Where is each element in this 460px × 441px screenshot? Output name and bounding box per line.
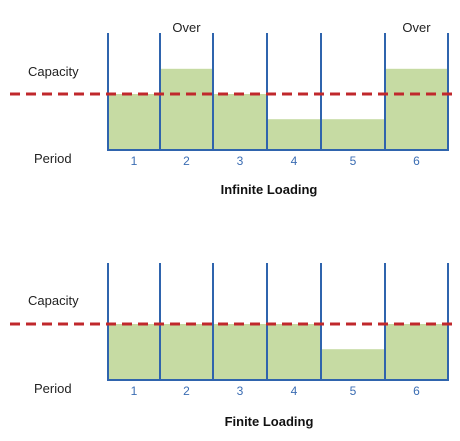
period-number: 5 [350, 154, 357, 168]
diagram-title: Infinite Loading [221, 182, 318, 197]
load-bar-period-3 [213, 324, 267, 380]
period-number: 6 [413, 384, 420, 398]
load-bar-period-6 [385, 324, 448, 380]
period-dividers [107, 33, 449, 150]
load-bar-period-4 [267, 324, 321, 380]
period-number: 1 [131, 154, 138, 168]
period-number: 5 [350, 384, 357, 398]
period-number: 6 [413, 154, 420, 168]
period-number: 3 [237, 384, 244, 398]
load-bar-period-3 [213, 94, 267, 150]
load-bar-period-4 [267, 119, 321, 150]
finite-loading-diagram: 1 2 3 4 5 6 Capacity Period Finite Loading [10, 263, 452, 429]
over-label: Over [402, 20, 431, 35]
period-number: 4 [291, 154, 298, 168]
load-bar-period-6 [385, 68, 448, 150]
load-bars [108, 68, 448, 150]
load-bar-period-5 [321, 119, 385, 150]
period-number: 4 [291, 384, 298, 398]
capacity-label: Capacity [28, 64, 79, 79]
load-bars [108, 324, 448, 380]
load-bar-period-5 [321, 349, 385, 380]
load-bar-period-1 [108, 324, 160, 380]
diagram-title: Finite Loading [225, 414, 314, 429]
period-number: 2 [183, 384, 190, 398]
load-bar-period-1 [108, 94, 160, 150]
period-label: Period [34, 151, 72, 166]
load-bar-period-2 [160, 324, 213, 380]
load-bar-period-2 [160, 68, 213, 150]
period-number: 3 [237, 154, 244, 168]
capacity-label: Capacity [28, 293, 79, 308]
over-label: Over [172, 20, 201, 35]
period-number: 2 [183, 154, 190, 168]
period-numbers: 1 2 3 4 5 6 [131, 384, 421, 398]
period-numbers: 1 2 3 4 5 6 [131, 154, 421, 168]
over-labels: Over Over [172, 20, 431, 35]
period-number: 1 [131, 384, 138, 398]
period-label: Period [34, 381, 72, 396]
period-dividers [107, 263, 449, 380]
infinite-loading-diagram: Over Over 1 2 3 4 5 6 Capacity Period Infinite… [10, 20, 452, 197]
